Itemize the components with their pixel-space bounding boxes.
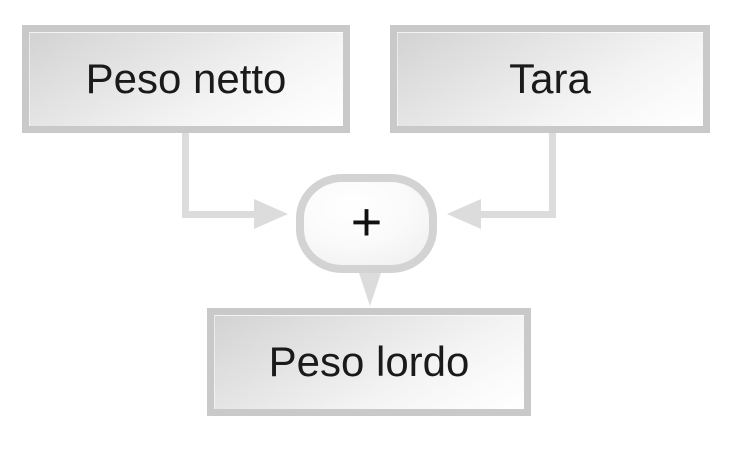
arrowhead-down-icon [358,270,382,306]
connector-net-vertical [182,133,189,218]
node-tara[interactable]: Tara [390,25,710,133]
arrowhead-left-icon [447,199,481,229]
plus-icon: + [350,191,383,252]
node-peso-netto-label: Peso netto [85,55,287,102]
node-peso-netto[interactable]: Peso netto [22,25,350,133]
node-peso-lordo[interactable]: Peso lordo [207,308,531,416]
node-operator-plus[interactable]: + [296,174,437,273]
connector-tare-vertical [549,133,556,218]
connector-net-horizontal [182,211,258,218]
connector-tare-horizontal [480,211,556,218]
node-peso-lordo-label: Peso lordo [268,338,470,385]
node-tara-label: Tara [509,55,591,102]
arrowhead-right-icon [254,199,288,229]
